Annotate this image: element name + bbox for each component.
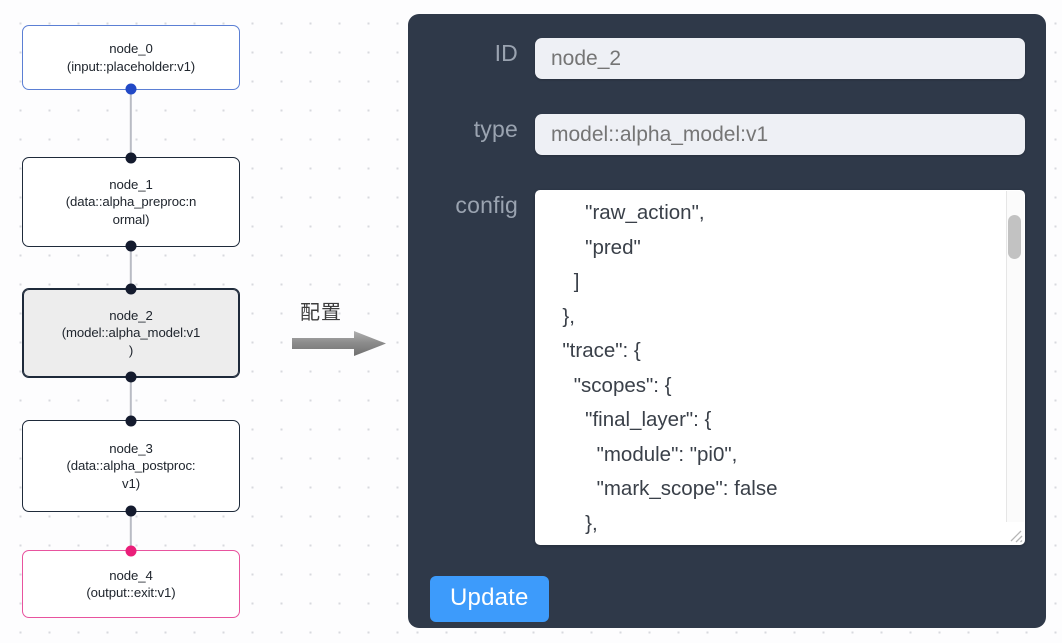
edge-node1-node2 [129, 247, 133, 288]
node-inspector-panel: ID type config Update [408, 14, 1046, 628]
field-row-id: ID [408, 38, 1046, 79]
field-label-type: type [473, 116, 518, 142]
graph-node-label: node_2 (model::alpha_model:v1 ) [61, 307, 201, 358]
node-handle-source[interactable] [125, 83, 137, 95]
edge-node2-node3 [129, 378, 133, 420]
field-label-config: config [455, 192, 518, 218]
node-handle-target[interactable] [125, 545, 137, 557]
config-scrollbar-thumb[interactable] [1008, 215, 1021, 259]
configure-annotation: 配置 [292, 296, 396, 366]
field-row-config: config [408, 190, 1046, 545]
graph-node-node_2[interactable]: node_2 (model::alpha_model:v1 ) [22, 283, 240, 383]
edge-node3-node4 [129, 512, 133, 550]
graph-node-node_1[interactable]: node_1 (data::alpha_preproc:n ormal) [22, 152, 240, 252]
edge-node0-node1 [129, 90, 133, 157]
graph-node-label: node_1 (data::alpha_preproc:n ormal) [65, 176, 197, 227]
configure-annotation-label: 配置 [300, 300, 342, 324]
type-input[interactable] [535, 114, 1025, 155]
resize-handle-icon[interactable] [1007, 527, 1023, 543]
graph-node-label: node_0 (input::placeholder:v1) [66, 41, 196, 74]
graph-node-node_0[interactable]: node_0 (input::placeholder:v1) [22, 25, 240, 95]
config-textarea[interactable] [535, 190, 1025, 545]
config-textarea-scrollbar[interactable] [1006, 191, 1024, 522]
node-handle-target[interactable] [125, 283, 137, 295]
graph-node-node_4[interactable]: node_4 (output::exit:v1) [22, 545, 240, 618]
node-handle-source[interactable] [125, 240, 137, 252]
node-handle-target[interactable] [125, 415, 137, 427]
graph-node-label: node_4 (output::exit:v1) [86, 567, 176, 601]
node-handle-target[interactable] [125, 152, 137, 164]
field-label-id: ID [494, 40, 518, 66]
update-button[interactable]: Update [430, 576, 549, 622]
flow-canvas[interactable]: node_0 (input::placeholder:v1) node_1 (d… [0, 0, 402, 643]
graph-node-node_3[interactable]: node_3 (data::alpha_postproc: v1) [22, 415, 240, 517]
node-handle-source[interactable] [125, 505, 137, 517]
node-handle-source[interactable] [125, 371, 137, 383]
graph-node-label: node_3 (data::alpha_postproc: v1) [66, 440, 196, 491]
field-row-type: type [408, 114, 1046, 155]
config-textarea-wrapper [535, 190, 1025, 545]
id-input[interactable] [535, 38, 1025, 79]
right-arrow-icon [292, 331, 386, 356]
